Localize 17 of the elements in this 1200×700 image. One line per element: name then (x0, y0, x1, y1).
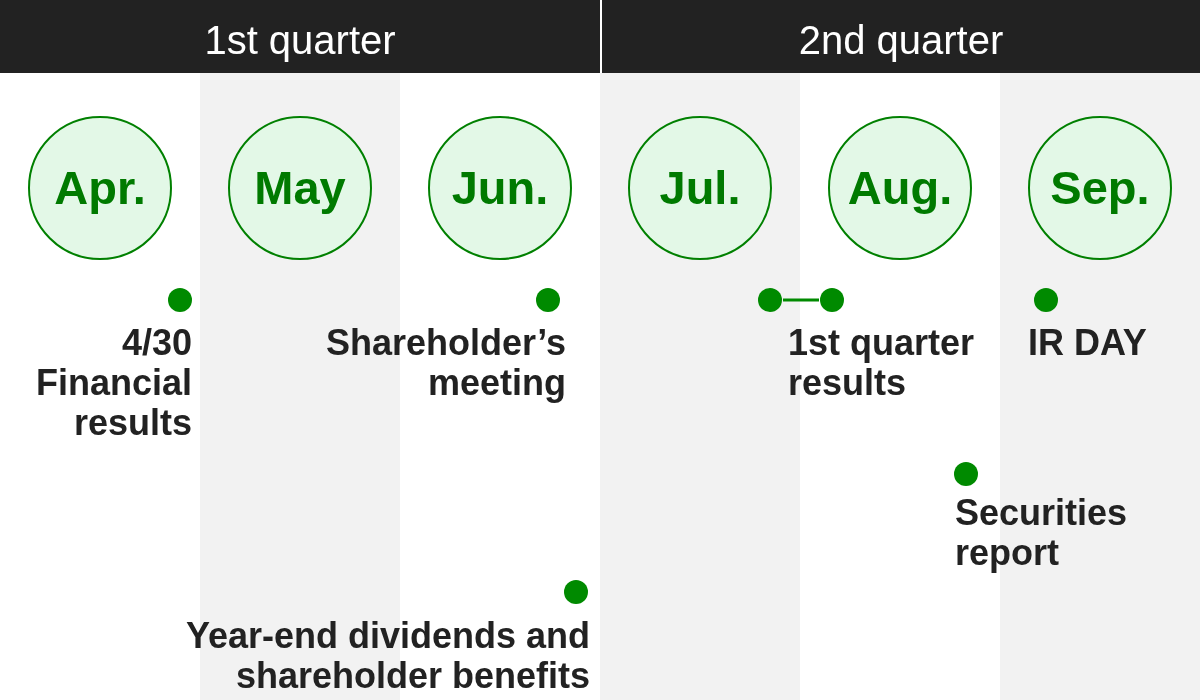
event-dot (536, 288, 560, 312)
event-label: Year-end dividends and shareholder benefits (184, 616, 590, 696)
quarter-header: 2nd quarter (602, 0, 1200, 73)
event-dot (820, 288, 844, 312)
event-label: 1st quarter results (788, 323, 976, 403)
event-dot (168, 288, 192, 312)
month-circle: Jun. (428, 116, 572, 260)
event-label: Securities report (955, 493, 1129, 573)
event-dot (954, 462, 978, 486)
event-dot (564, 580, 588, 604)
event-label: IR DAY (1028, 323, 1148, 363)
quarter-header: 1st quarter (0, 0, 600, 73)
connector-line (783, 298, 819, 302)
event-label: 4/30 Financial results (34, 323, 192, 443)
month-circle: Apr. (28, 116, 172, 260)
month-circle: Aug. (828, 116, 972, 260)
event-label: Shareholder’s meeting (324, 323, 566, 403)
